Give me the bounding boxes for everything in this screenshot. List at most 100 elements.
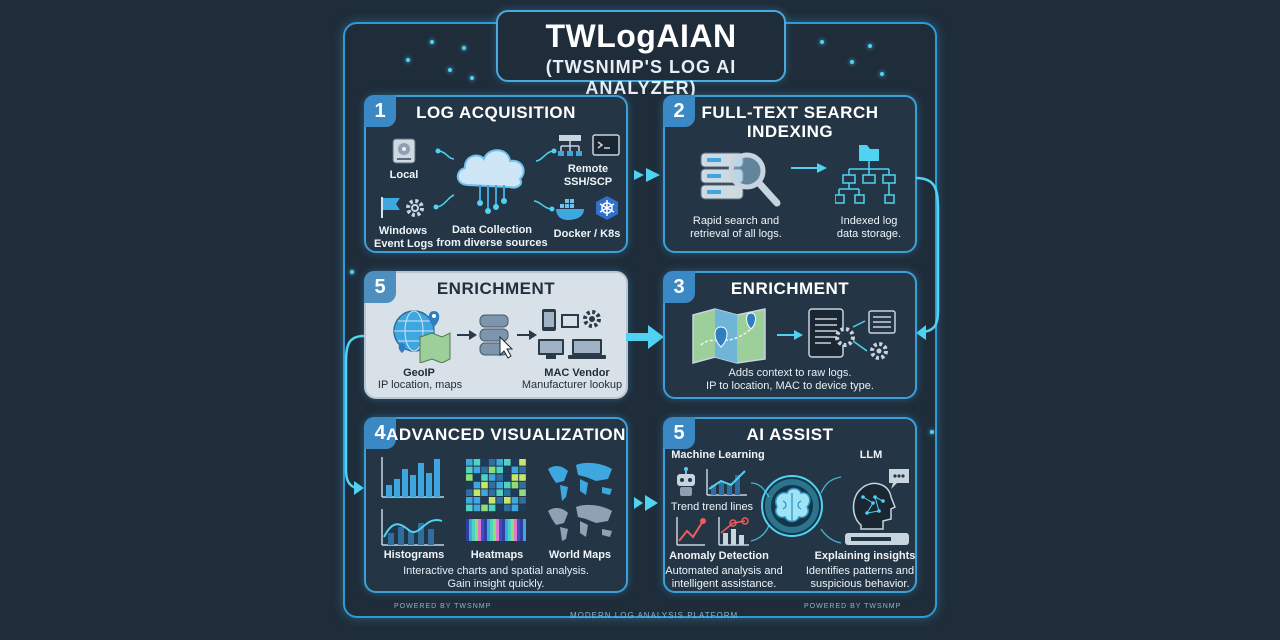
heatmap-band <box>496 519 499 541</box>
map-pin-icon <box>692 308 766 364</box>
page-subtitle: (TWSNIMP'S LOG AI ANALYZER) <box>545 57 737 98</box>
heatmap-cell <box>473 466 481 474</box>
windows-event-logs-label: Windows Event Logs <box>374 225 434 250</box>
heatmap-band <box>478 519 481 541</box>
panel-ai-assist: 5 AI ASSIST Machine Learning LLM Trend t… <box>663 417 917 593</box>
heatmap-cell <box>496 459 503 466</box>
heatmap-cell <box>511 504 519 512</box>
world-map-icon <box>548 462 612 541</box>
heatmap-cell <box>504 466 511 474</box>
connector-lines <box>433 148 557 212</box>
heatmap-cell <box>481 504 488 512</box>
heatmap-cell <box>488 481 496 489</box>
brain-icon <box>761 475 823 537</box>
heatmap-band <box>523 519 526 541</box>
heatmap-cell <box>466 474 473 481</box>
heatmap-cell <box>488 497 496 504</box>
gear-icon <box>406 199 424 217</box>
step-badge: 5 <box>364 271 396 303</box>
decor-dot <box>880 72 884 76</box>
panel-title: ENRICHMENT <box>436 279 556 298</box>
step-badge: 3 <box>663 271 695 303</box>
panel-title: ADVANCED VISUALIZATION <box>386 425 626 444</box>
heatmap-cell <box>519 504 526 512</box>
geoip-description: IP location, maps <box>377 379 463 391</box>
heatmap-cell <box>504 489 511 496</box>
heatmap-cell <box>481 466 488 474</box>
heatmap-cell <box>496 481 503 489</box>
decor-dot <box>406 58 410 62</box>
heatmap-cell <box>519 497 526 504</box>
worldmaps-label: World Maps <box>548 549 612 561</box>
arrow-right-icon <box>517 330 537 340</box>
flow-arrow <box>626 325 664 349</box>
anomaly-chart-icon <box>676 517 749 546</box>
heatmap-cell <box>481 497 488 504</box>
heatmap-cell <box>481 459 488 466</box>
docker-icon <box>556 199 584 220</box>
terminal-icon <box>592 134 620 156</box>
step-badge: 4 <box>364 417 396 449</box>
heatmap-cell <box>519 489 526 496</box>
heatmap-cell <box>519 481 526 489</box>
heatmap-band <box>508 519 511 541</box>
heatmap-cell <box>466 459 473 466</box>
heatmap-cell <box>519 459 526 466</box>
heatmap-cell <box>511 489 519 496</box>
step-badge: 5 <box>663 417 695 449</box>
heatmap-band <box>514 519 517 541</box>
heatmap-band <box>487 519 490 541</box>
decor-dot <box>448 68 452 72</box>
visualization-caption: Interactive charts and spatial analysis.… <box>403 565 589 590</box>
heatmap-band <box>472 519 475 541</box>
decor-dot <box>470 76 474 80</box>
heatmap-cell <box>473 474 481 481</box>
flag-icon <box>381 197 400 218</box>
mac-vendor-label: MAC Vendor <box>544 367 610 379</box>
panel-enrichment-geoip: 5 ENRICHMENT GeoIP IP location, maps MAC… <box>364 271 628 399</box>
folder-tree-icon <box>835 145 896 204</box>
histograms-label: Histograms <box>383 549 445 561</box>
heatmap-cell <box>481 474 488 481</box>
footer-tagline: MODERN LOG ANALYSIS PLATFORM <box>570 611 739 620</box>
heatmap-band <box>469 519 472 541</box>
decor-dot <box>820 40 824 44</box>
heatmap-cell <box>511 474 519 481</box>
arrow-right-icon <box>457 330 477 340</box>
heatmap-cell <box>473 489 481 496</box>
heatmap-cell <box>496 504 503 512</box>
heatmap-cell <box>496 489 503 496</box>
heatmap-cell <box>496 474 503 481</box>
heatmap-cell <box>466 481 473 489</box>
heatmap-band <box>505 519 508 541</box>
flow-arrow <box>634 168 660 182</box>
trend-chart-icon <box>706 469 747 496</box>
kubernetes-icon <box>596 196 618 220</box>
panel-enrichment-context: 3 ENRICHMENT Adds context to raw logs. I… <box>663 271 917 399</box>
panel-title: LOG ACQUISITION <box>416 103 576 122</box>
heatmap-band <box>490 519 493 541</box>
flow-connector <box>915 176 940 340</box>
robot-icon <box>677 467 695 496</box>
heatmap-cell <box>466 504 473 512</box>
data-collection-label: Data Collection from diverse sources <box>436 224 548 249</box>
enrichment-caption: Adds context to raw logs. IP to location… <box>706 367 874 392</box>
flow-arrow <box>634 495 658 511</box>
remote-ssh-label: Remote SSH/SCP <box>563 163 613 188</box>
heatmap-cell <box>504 497 511 504</box>
heatmaps-label: Heatmaps <box>470 549 524 561</box>
arrow-right-icon <box>777 330 803 340</box>
heatmap-cell <box>481 481 488 489</box>
ml-label: Machine Learning <box>671 449 765 461</box>
heatmap-cell <box>466 466 473 474</box>
flow-connector <box>344 334 365 495</box>
cloud-network-icon <box>456 149 525 214</box>
heatmap-band <box>466 519 469 541</box>
line-histogram-icon <box>381 509 444 546</box>
heatmap-cell <box>488 474 496 481</box>
trend-lines-label: Trend trend lines <box>670 501 754 513</box>
heatmap-cell <box>473 459 481 466</box>
footer-powered-right: POWERED BY TWSNMP <box>804 603 902 610</box>
heatmap-band <box>511 519 514 541</box>
heatmap-band <box>481 519 484 541</box>
